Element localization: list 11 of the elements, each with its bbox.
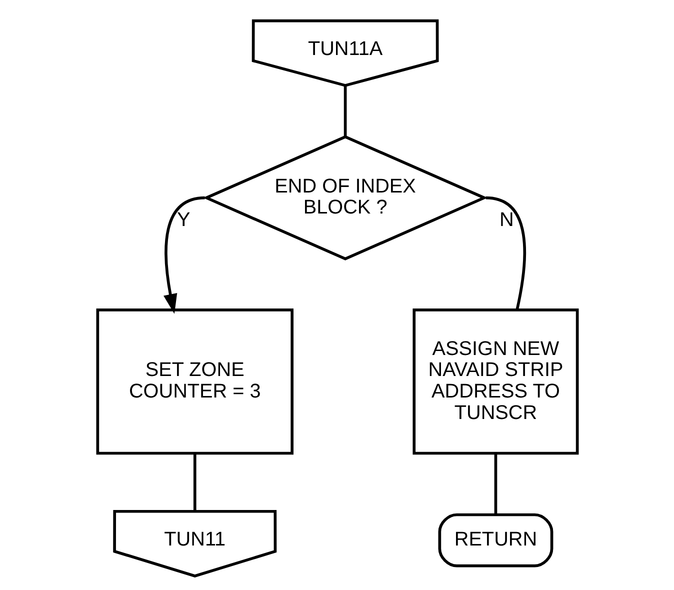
node-box: RETURN	[438, 513, 553, 568]
node-box: ASSIGN NEW NAVAID STRIP ADDRESS TO TUNSCR	[412, 308, 578, 455]
connector	[192, 454, 196, 512]
edge-label: Y	[176, 208, 190, 231]
connector	[343, 86, 346, 137]
edge-label: N	[499, 209, 514, 232]
arrow	[163, 196, 204, 314]
connector	[485, 196, 526, 310]
node-diamond: END OF INDEX BLOCK ?	[202, 135, 488, 260]
connector	[494, 454, 497, 515]
node-box: SET ZONE COUNTER = 3	[96, 308, 293, 455]
